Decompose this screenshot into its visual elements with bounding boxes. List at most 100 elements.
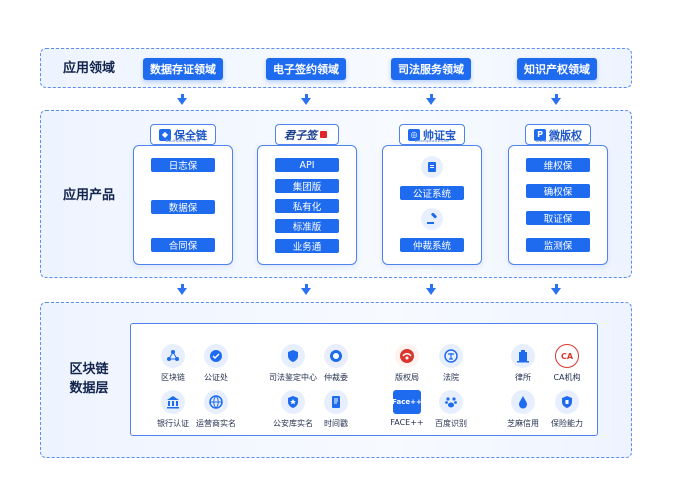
node-label: 司法鉴定中心 (269, 373, 317, 382)
arrow-down-icon (551, 94, 561, 105)
data-node-court[interactable]: 法院 (421, 344, 481, 383)
arrow-down-icon (301, 284, 311, 295)
copyright-icon: P (534, 128, 546, 141)
blockchain-data-label: 区块链 数据层 (54, 360, 124, 398)
data-node-notary[interactable]: 公证处 (186, 344, 246, 383)
product-item[interactable]: 私有化 (275, 199, 339, 213)
arbitration-emblem-icon (324, 344, 348, 368)
blockchain-label-line2: 数据层 (69, 381, 109, 396)
arrow-down-icon (177, 284, 187, 295)
face-plus-plus-logo: Face++ (392, 390, 422, 414)
data-node-police[interactable]: 公安库实名 (263, 390, 323, 429)
arrow-down-icon (177, 94, 187, 105)
node-label: 时间戳 (324, 419, 348, 428)
data-node-forensic[interactable]: 司法鉴定中心 (263, 344, 323, 383)
logo-subtext: zhengbaozhou (414, 139, 450, 143)
notary-icon (421, 156, 443, 178)
logo-text: 帅证宝 (423, 128, 456, 142)
node-label: 仲裁委 (324, 373, 348, 382)
node-label: FACE++ (390, 418, 424, 427)
sesame-drop-icon (511, 390, 535, 414)
ca-logo: CA (555, 344, 579, 368)
data-node-law-firm[interactable]: 律所 (493, 344, 553, 383)
copyright-bureau-icon (395, 344, 419, 368)
stamp-icon: ◎ (408, 128, 420, 141)
domain-e-signature-button[interactable]: 电子签约领域 (266, 58, 346, 80)
baidu-paw-icon (439, 390, 463, 414)
verify-badge-icon (204, 344, 228, 368)
data-node-timestamp[interactable]: 时间戳 (306, 390, 366, 429)
forensic-shield-icon (281, 344, 305, 368)
node-label: 运营商实名 (196, 419, 236, 428)
product-item[interactable]: 业务通 (275, 239, 339, 253)
data-node-baidu[interactable]: 百度识别 (421, 390, 481, 429)
node-label: CA机构 (553, 373, 581, 382)
data-node-faceplusplus[interactable]: Face++ FACE++ (377, 390, 437, 427)
application-product-label: 应用产品 (62, 188, 115, 203)
data-node-blockchain[interactable]: 区块链 (143, 344, 203, 383)
data-node-copyright-bureau[interactable]: 版权局 (377, 344, 437, 383)
logo-subtext: BAOQUANLIAN (165, 139, 201, 143)
logo-text: 微版权 (549, 128, 582, 142)
data-node-arbitration[interactable]: 仲裁委 (306, 344, 366, 383)
product-item[interactable]: 合同保 (151, 238, 215, 252)
node-label: 公证处 (204, 373, 228, 382)
product-item[interactable]: 取证保 (526, 211, 590, 225)
domain-data-evidence-button[interactable]: 数据存证领域 (143, 58, 223, 80)
domain-ip-button[interactable]: 知识产权领域 (517, 58, 597, 80)
product-item[interactable]: 标准版 (275, 219, 339, 233)
product-item[interactable]: 维权保 (526, 158, 590, 172)
data-node-insurance[interactable]: 保险能力 (537, 390, 597, 429)
shield-icon: ◆ (159, 128, 171, 141)
logo-subtext: www.weiquan.com (535, 139, 581, 143)
application-domain-label: 应用领域 (62, 61, 115, 76)
product-card-baoquanlian[interactable]: ◆ 保全链 BAOQUANLIAN 日志保 数据保 合同保 (133, 124, 233, 265)
node-label: 银行认证 (157, 419, 189, 428)
data-node-bank[interactable]: 银行认证 (143, 390, 203, 429)
document-stamp-icon (324, 390, 348, 414)
baoquanlian-logo: ◆ 保全链 BAOQUANLIAN (150, 124, 216, 145)
data-sources-box: 区块链 公证处 银行认证 运营商实名 司法鉴定中心 仲裁委 公安库实名 时间戳 … (130, 323, 598, 436)
product-item[interactable]: 公证系统 (400, 186, 464, 200)
node-label: 律所 (515, 373, 531, 382)
product-item[interactable]: 数据保 (151, 200, 215, 214)
product-item[interactable]: 仲裁系统 (400, 238, 464, 252)
data-node-carrier[interactable]: 运营商实名 (186, 390, 246, 429)
node-label: 法院 (443, 373, 459, 382)
law-firm-building-icon (511, 344, 535, 368)
gavel-icon (421, 208, 443, 230)
product-item[interactable]: 集团版 (275, 179, 339, 193)
node-label: 区块链 (161, 373, 185, 382)
court-emblem-icon (439, 344, 463, 368)
product-card-zhengbao[interactable]: ◎ 帅证宝 zhengbaozhou 公证系统 仲裁系统 (382, 124, 482, 265)
logo-text: 君子签 (284, 128, 317, 142)
product-item[interactable]: API (275, 158, 339, 172)
data-node-ca[interactable]: CA CA机构 (537, 344, 597, 383)
insurance-shield-icon (555, 390, 579, 414)
weibanquan-logo: P 微版权 www.weiquan.com (525, 124, 591, 145)
globe-icon (204, 390, 228, 414)
product-card-junziqian[interactable]: 君子签 API 集团版 私有化 标准版 业务通 (257, 124, 357, 265)
junziqian-logo: 君子签 (275, 124, 339, 145)
bank-icon (161, 390, 185, 414)
product-card-weibanquan[interactable]: P 微版权 www.weiquan.com 维权保 确权保 取证保 监测保 (508, 124, 608, 265)
blockchain-label-line1: 区块链 (69, 362, 109, 377)
domain-judicial-service-button[interactable]: 司法服务领域 (391, 58, 471, 80)
logo-text: 保全链 (174, 128, 207, 142)
data-node-sesame-credit[interactable]: 芝麻信用 (493, 390, 553, 429)
arrow-down-icon (426, 94, 436, 105)
product-item[interactable]: 日志保 (151, 158, 215, 172)
node-label: 公安库实名 (273, 419, 313, 428)
arrow-down-icon (551, 284, 561, 295)
seal-icon (320, 131, 327, 138)
node-label: 版权局 (395, 373, 419, 382)
product-item[interactable]: 监测保 (526, 238, 590, 252)
zhengbao-logo: ◎ 帅证宝 zhengbaozhou (399, 124, 465, 145)
arrow-down-icon (301, 94, 311, 105)
blockchain-icon (161, 344, 185, 368)
node-label: 芝麻信用 (507, 419, 539, 428)
police-badge-icon (281, 390, 305, 414)
product-item[interactable]: 确权保 (526, 184, 590, 198)
arrow-down-icon (426, 284, 436, 295)
node-label: 百度识别 (435, 419, 467, 428)
